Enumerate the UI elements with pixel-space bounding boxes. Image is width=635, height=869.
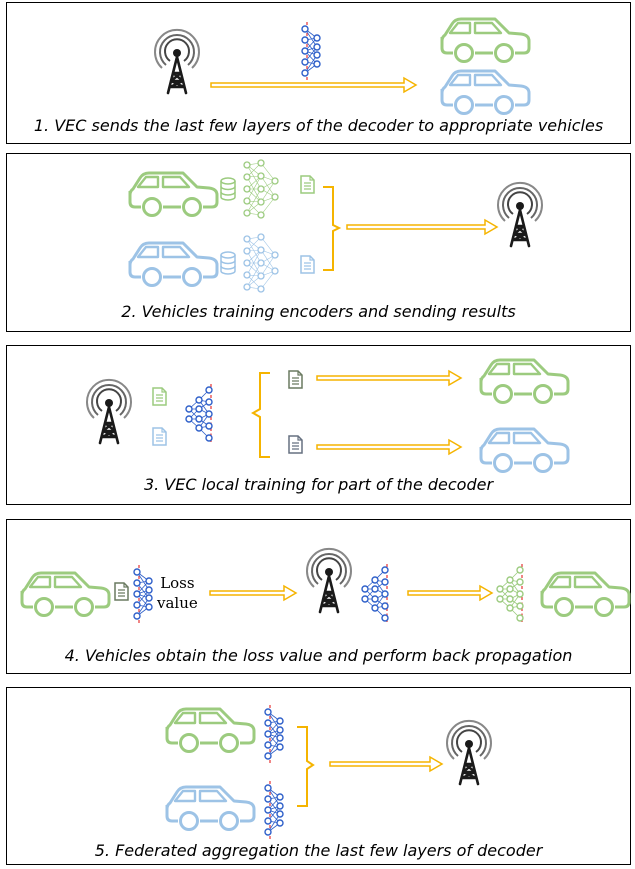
database-icon [220,177,236,201]
neural-network-icon [243,233,279,293]
car-icon-green [540,571,631,617]
caption-1: 1. VEC sends the last few layers of the … [33,116,604,135]
arrow-icon [316,369,463,387]
bracket-icon [250,372,270,458]
car-icon-green [128,171,219,217]
car-icon-green [20,571,111,617]
panel-5: 5. Federated aggregation the last few la… [6,687,631,865]
panel-1: 1. VEC sends the last few layers of the … [6,2,631,144]
caption-5: 5. Federated aggregation the last few la… [94,841,543,860]
arrow-icon [316,438,463,456]
tower-icon [496,181,544,248]
document-icon [300,175,315,194]
car-icon-green [440,17,531,63]
caption-3: 3. VEC local training for part of the de… [143,475,494,494]
car-icon-green [479,358,570,404]
car-icon-blue [128,241,219,287]
bracket-icon [323,186,342,271]
loss-label-line-1: Loss [160,574,195,592]
loss-value-label: Loss value [157,573,198,613]
bracket-icon [297,726,315,807]
panel-2-illustration [128,159,544,293]
car-icon-blue [440,69,531,115]
neural-network-icon [496,563,524,625]
document-icon [288,370,303,389]
neural-network-icon [361,563,389,625]
neural-network-icon [264,780,284,840]
arrow-icon [329,755,444,773]
neural-network-icon [264,704,284,764]
document-icon [300,255,315,274]
car-icon-blue [165,785,256,831]
neural-network-icon [133,564,153,624]
tower-icon [445,719,493,786]
neural-network-icon [185,383,213,445]
car-icon-green [165,707,256,753]
arrow-icon [210,76,418,94]
panel-3-illustration [85,358,570,473]
document-icon [288,435,303,454]
neural-network-icon [243,159,279,219]
neural-network-icon [301,21,321,81]
caption-2: 2. Vehicles training encoders and sendin… [121,302,516,321]
panel-4: Loss value 4. Vehicles obtain the loss v… [6,519,631,674]
panel-3: 3. VEC local training for part of the de… [6,345,631,505]
document-icon [152,387,167,406]
database-icon [220,251,236,275]
panel-5-illustration [165,704,493,840]
panel-1-illustration [153,17,531,115]
document-icon [152,427,167,446]
tower-icon [153,28,201,95]
document-icon [114,582,129,601]
tower-icon [305,547,353,614]
arrow-icon [346,218,499,236]
car-icon-blue [479,427,570,473]
arrow-icon [209,584,298,602]
tower-icon [85,378,133,445]
panel-4-illustration [20,547,631,625]
arrow-icon [407,584,494,602]
caption-4: 4. Vehicles obtain the loss value and pe… [64,646,573,665]
panel-2: 2. Vehicles training encoders and sendin… [6,153,631,332]
loss-label-line-2: value [157,594,198,612]
